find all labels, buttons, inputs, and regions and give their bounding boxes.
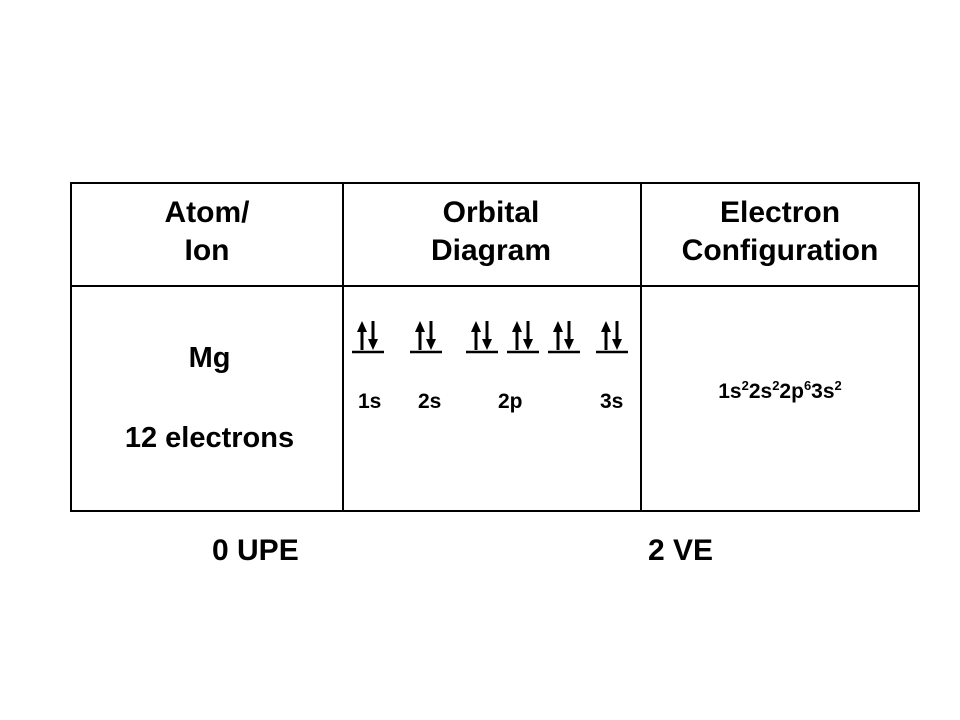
spin-up-arrow [415, 321, 425, 350]
header-electron-configuration-line2: Configuration [681, 234, 879, 267]
electron-count: 12 electrons [124, 422, 295, 454]
spin-down-arrow [426, 321, 436, 350]
orbital-diagram [352, 321, 628, 354]
header-orbital-diagram: Orbital Diagram [342, 194, 640, 270]
spin-up-arrow [512, 321, 522, 350]
config-term: 3s [811, 380, 835, 403]
orbital-box [466, 321, 498, 354]
spin-up-arrow [471, 321, 481, 350]
spin-down-arrow [368, 321, 378, 350]
orbital-label-1s: 1s [358, 390, 382, 413]
config-term: 1s [718, 380, 742, 403]
config-exponent: 2 [772, 378, 780, 393]
valence-electrons-label: 2 VE [648, 534, 714, 567]
orbital-box [548, 321, 580, 354]
header-atom-ion-line1: Atom/ [164, 196, 250, 229]
config-term: 2s [748, 380, 773, 403]
config-exponent: 2 [741, 378, 749, 393]
spin-down-arrow [523, 321, 533, 350]
spin-up-arrow [553, 321, 563, 350]
header-electron-configuration: Electron Configuration [640, 194, 920, 270]
header-orbital-diagram-line2: Diagram [430, 234, 552, 267]
header-electron-configuration-line1: Electron [719, 196, 841, 229]
column-divider [640, 184, 642, 510]
spin-down-arrow [564, 321, 574, 350]
config-exponent: 2 [834, 378, 842, 393]
spin-up-arrow [357, 321, 367, 350]
atom-symbol: Mg [188, 342, 231, 374]
column-divider [342, 184, 344, 510]
orbital-box [596, 321, 628, 354]
spin-down-arrow [612, 321, 622, 350]
header-divider [72, 285, 918, 287]
orbital-box [507, 321, 539, 354]
config-term: 2p [779, 380, 804, 403]
config-exponent: 6 [803, 378, 812, 393]
spin-down-arrow [482, 321, 492, 350]
header-orbital-diagram-line1: Orbital [442, 196, 540, 229]
orbital-label-2s: 2s [418, 390, 442, 413]
header-atom-ion: Atom/ Ion [72, 194, 342, 270]
electron-configuration: 1s22s22p63s2 [640, 378, 920, 404]
orbital-box [410, 321, 442, 354]
orbital-box [352, 321, 384, 354]
header-atom-ion-line2: Ion [184, 234, 230, 267]
unpaired-electrons-label: 0 UPE [212, 534, 299, 567]
orbital-label-3s: 3s [600, 390, 624, 413]
spin-up-arrow [601, 321, 611, 350]
orbital-table: Atom/ Ion Orbital Diagram Electron Confi… [70, 182, 920, 512]
orbital-label-2p: 2p [498, 390, 523, 413]
